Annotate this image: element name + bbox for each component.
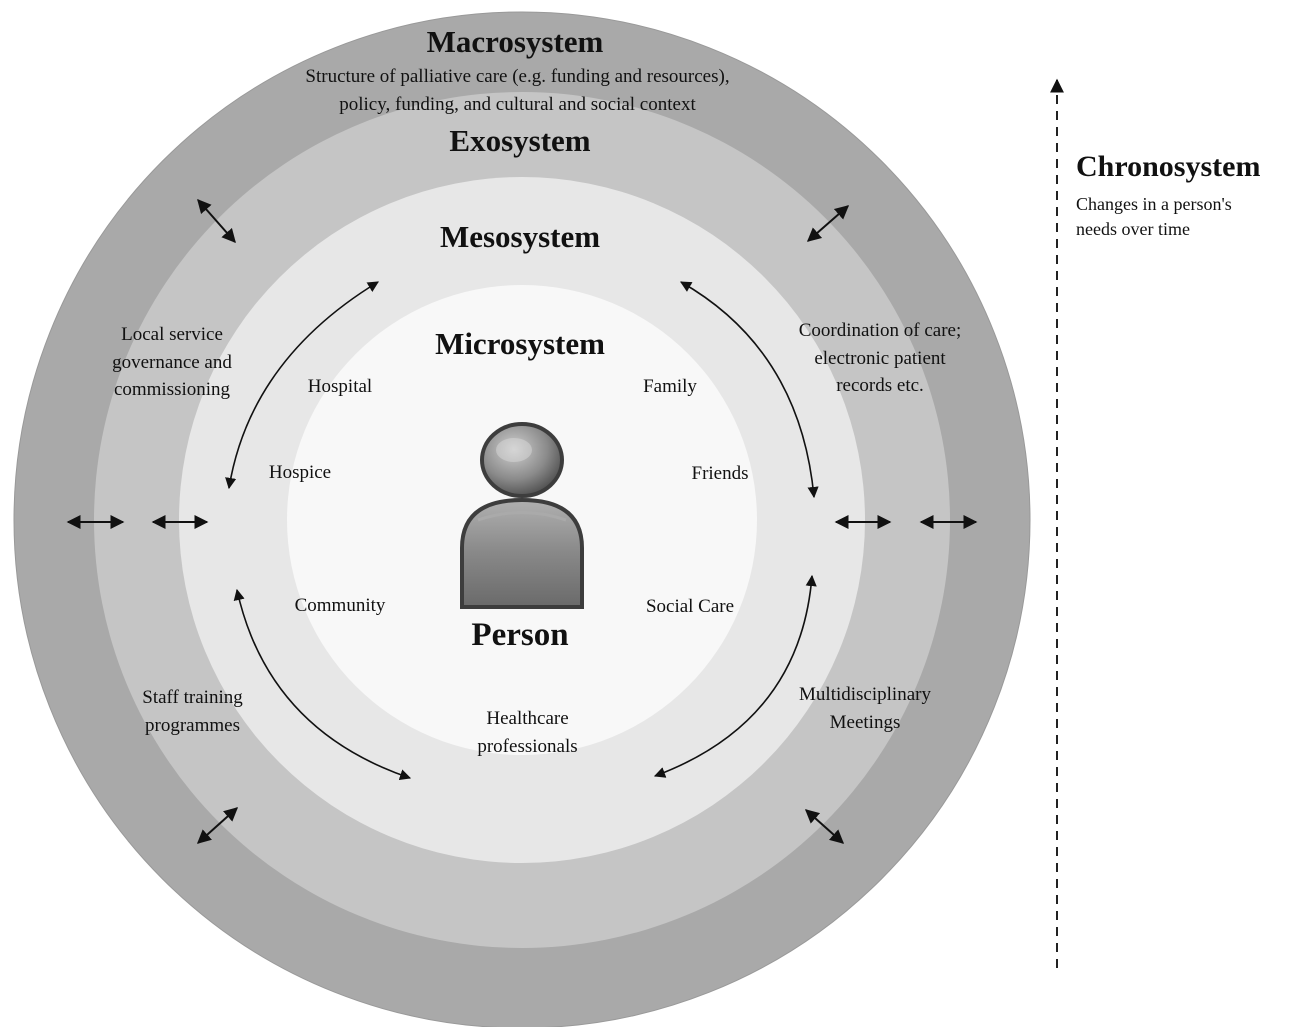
community-label: Community xyxy=(294,595,386,616)
macrosystem-description-line2: policy, funding, and cultural and social… xyxy=(339,93,696,115)
exosystem-title: Exosystem xyxy=(449,123,591,158)
hospice-label: Hospice xyxy=(268,462,332,483)
macrosystem-description: Structure of palliative care (e.g. fundi… xyxy=(240,63,795,118)
local-service-label: Local service governance and commissioni… xyxy=(112,324,232,401)
curved-arrow-top-left xyxy=(225,281,379,490)
family-label: Family xyxy=(643,376,697,397)
chronosystem-description: Changes in a person's needs over time xyxy=(1076,192,1290,242)
hospital-label: Hospital xyxy=(307,376,373,397)
macrosystem-title: Macrosystem xyxy=(426,24,604,59)
chronosystem-description-line1: Changes in a person's xyxy=(1076,194,1232,214)
healthcare-professionals-label: Healthcare professionals xyxy=(477,708,578,757)
friends-label: Friends xyxy=(691,463,749,484)
macrosystem-description-line1: Structure of palliative care (e.g. fundi… xyxy=(305,66,730,87)
arrow-diag-bottom-right xyxy=(804,809,845,844)
curved-arrow-bottom-right xyxy=(653,574,817,778)
curved-arrow-top-right xyxy=(680,281,819,499)
arrow-diag-bottom-left xyxy=(196,807,239,844)
curved-arrow-bottom-left xyxy=(233,588,412,781)
person-icon xyxy=(460,422,584,609)
person-label: Person xyxy=(471,617,569,653)
mesosystem-title: Mesosystem xyxy=(439,219,601,254)
social-care-label: Social Care xyxy=(645,596,735,617)
multidisciplinary-meetings-label: Multidisciplinary Meetings xyxy=(799,684,931,733)
chronosystem-title: Chronosystem xyxy=(1076,150,1261,183)
arrow-diag-top-right xyxy=(806,205,850,242)
chronosystem-description-line2: needs over time xyxy=(1076,219,1190,240)
staff-training-label: Staff training programmes xyxy=(142,687,243,736)
arrow-diag-top-left xyxy=(197,198,236,244)
coordination-of-care-label: Coordination of care; electronic patient… xyxy=(798,320,962,397)
microsystem-title: Microsystem xyxy=(435,326,605,361)
